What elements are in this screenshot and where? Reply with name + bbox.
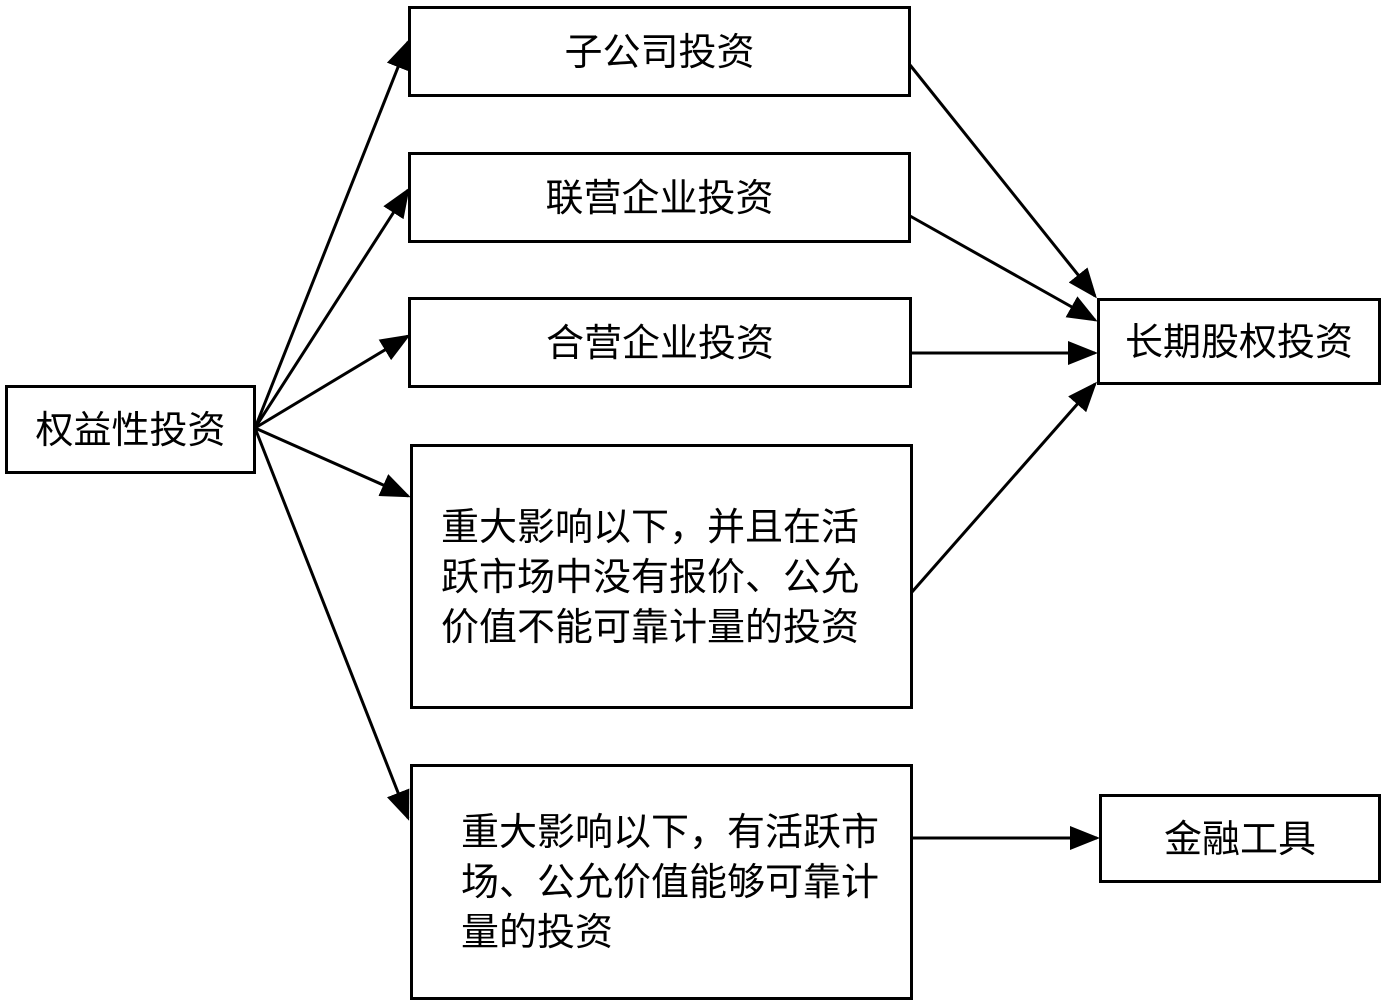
arrow-equity-to-associate <box>253 187 410 429</box>
arrow-subsidiary-to-long-term <box>908 64 1097 299</box>
arrow-equity-to-active-market <box>253 427 410 821</box>
arrow-equity-to-joint-venture <box>254 334 411 430</box>
node-active-market-investment: 重大影响以下，有活跃市场、公允价值能够可靠计量的投资 <box>410 764 913 1000</box>
arrow-no-active-market-to-long-term <box>910 381 1097 593</box>
node-joint-venture-label: 合营企业投资 <box>545 320 774 365</box>
node-no-active-market-investment: 重大影响以下，并且在活跃市场中没有报价、公允价值不能可靠计量的投资 <box>410 444 913 709</box>
node-associate-investment: 联营企业投资 <box>408 152 911 243</box>
node-no-active-market-label: 重大影响以下，并且在活跃市场中没有报价、公允价值不能可靠计量的投资 <box>441 504 860 649</box>
arrow-associate-to-long-term <box>909 214 1098 322</box>
node-joint-venture-investment: 合营企业投资 <box>408 297 912 388</box>
node-financial-instrument-label: 金融工具 <box>1163 816 1316 861</box>
node-equity-label: 权益性投资 <box>35 407 226 452</box>
node-active-market-label: 重大影响以下，有活跃市场、公允价值能够可靠计量的投资 <box>461 810 880 954</box>
node-subsidiary-label: 子公司投资 <box>564 29 755 74</box>
arrow-equity-to-subsidiary <box>253 39 410 429</box>
node-equity-investment: 权益性投资 <box>5 385 256 474</box>
node-financial-instrument: 金融工具 <box>1099 794 1381 883</box>
node-associate-label: 联营企业投资 <box>545 175 774 220</box>
node-long-term-equity-label: 长期股权投资 <box>1124 319 1353 364</box>
arrow-equity-to-no-active-market <box>254 426 411 498</box>
node-subsidiary-investment: 子公司投资 <box>408 6 911 97</box>
node-long-term-equity-investment: 长期股权投资 <box>1097 298 1381 385</box>
